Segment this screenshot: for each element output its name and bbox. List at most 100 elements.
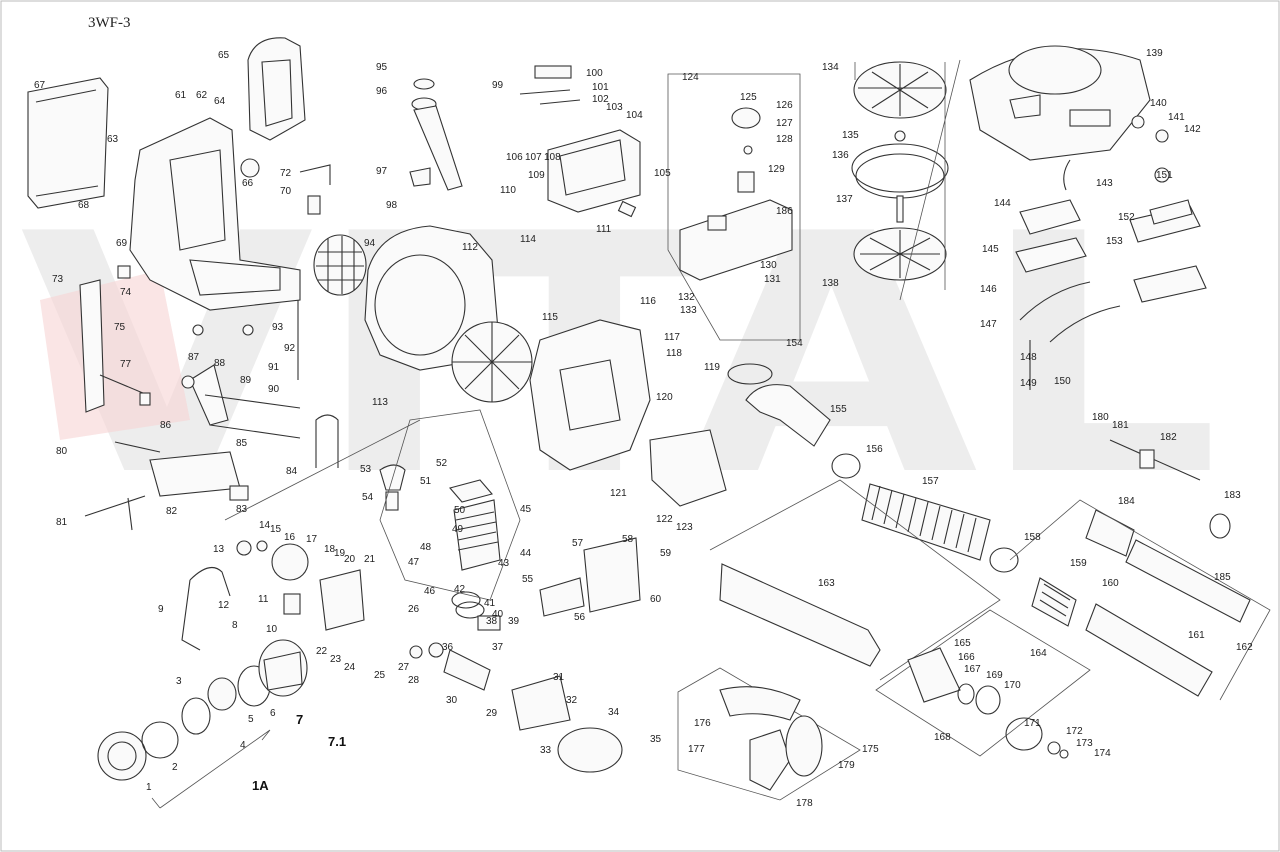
part-label: 119 <box>704 362 720 373</box>
elbow-154 <box>727 363 831 447</box>
fuel-tank-group <box>667 73 801 341</box>
part-label: 47 <box>408 557 420 568</box>
part-label: 103 <box>606 102 623 113</box>
part-label: 172 <box>1066 726 1083 737</box>
part-label: 62 <box>196 90 208 101</box>
part-label: 117 <box>664 332 680 343</box>
side-panel-74 <box>79 279 105 413</box>
part-label: 21 <box>364 554 376 565</box>
part-label: 156 <box>866 444 883 455</box>
part-label: 109 <box>528 170 545 181</box>
part-label: 171 <box>1024 718 1041 729</box>
part-label: 157 <box>922 476 939 487</box>
part-label: 8 <box>232 620 238 631</box>
part-label: 162 <box>1236 642 1253 653</box>
part-label: 36 <box>442 642 454 653</box>
part-label: 37 <box>492 642 504 653</box>
part-label: 137 <box>836 194 853 205</box>
part-label: 4 <box>240 740 246 751</box>
part-label: 148 <box>1020 352 1037 363</box>
part-label: 96 <box>376 86 388 97</box>
pads <box>1015 115 1207 390</box>
part-label: 69 <box>116 238 128 249</box>
part-label: 128 <box>776 134 793 145</box>
part-label: 85 <box>236 438 248 449</box>
part-label: 182 <box>1160 432 1177 443</box>
part-label: 186 <box>776 206 793 217</box>
part-label: 35 <box>650 734 662 745</box>
part-label: 175 <box>862 744 879 755</box>
part-label: 64 <box>214 96 226 107</box>
part-label: 155 <box>830 404 847 415</box>
part-label: 74 <box>120 287 132 298</box>
part-label: 10 <box>266 624 278 635</box>
part-label: 65 <box>218 50 230 61</box>
part-label: 49 <box>452 524 464 535</box>
part-label: 116 <box>640 296 656 307</box>
part-label: 112 <box>462 242 478 253</box>
part-label: 46 <box>424 586 436 597</box>
part-label: 118 <box>666 348 682 359</box>
part-label: 153 <box>1106 236 1123 247</box>
part-label: 32 <box>566 695 578 706</box>
part-label: 131 <box>764 274 781 285</box>
part-label: 185 <box>1214 572 1231 583</box>
part-label: 176 <box>694 718 711 729</box>
part-label: 167 <box>964 664 981 675</box>
part-label: 89 <box>240 375 252 386</box>
part-label: 72 <box>280 168 292 179</box>
part-label: 140 <box>1150 98 1167 109</box>
spring-parts <box>117 158 331 279</box>
part-label: 6 <box>270 708 276 719</box>
part-label: 115 <box>542 312 558 323</box>
part-label: 121 <box>610 488 627 499</box>
part-label: 54 <box>362 492 374 503</box>
pipe-95 <box>409 78 463 191</box>
part-label: 55 <box>522 574 534 585</box>
part-label: 181 <box>1112 420 1129 431</box>
part-label: 107 <box>525 152 542 163</box>
part-label: 88 <box>214 358 226 369</box>
part-label: 125 <box>740 92 757 103</box>
air-filter <box>851 59 961 301</box>
part-label: 15 <box>270 524 282 535</box>
part-label: 145 <box>982 244 999 255</box>
part-label: 83 <box>236 504 248 515</box>
part-label: 152 <box>1118 212 1135 223</box>
part-label: 163 <box>818 578 835 589</box>
part-label: 179 <box>838 760 855 771</box>
part-label: 159 <box>1070 558 1087 569</box>
part-label: 23 <box>330 654 342 665</box>
part-label: 45 <box>520 504 532 515</box>
duct-108 <box>547 129 641 213</box>
part-label: 149 <box>1020 378 1037 389</box>
part-label: 105 <box>654 168 671 179</box>
part-label: 158 <box>1024 532 1041 543</box>
part-label: 138 <box>822 278 839 289</box>
part-label: 165 <box>954 638 971 649</box>
flex-hose-156 <box>861 483 991 561</box>
part-label: 170 <box>1004 680 1021 691</box>
part-label: 134 <box>822 62 839 73</box>
assembly-label-7: 7 <box>296 712 303 727</box>
part-label: 108 <box>544 152 561 163</box>
part-label: 113 <box>372 397 388 408</box>
part-label: 147 <box>980 319 997 330</box>
part-label: 183 <box>1224 490 1241 501</box>
part-label: 101 <box>592 82 609 93</box>
part-label: 150 <box>1054 376 1071 387</box>
part-label: 97 <box>376 166 388 177</box>
part-label: 106 <box>506 152 523 163</box>
part-label: 80 <box>56 446 68 457</box>
frame-63 <box>129 117 301 311</box>
part-label: 11 <box>258 594 269 605</box>
assembly-label-7-1: 7.1 <box>328 734 346 749</box>
part-label: 51 <box>420 476 432 487</box>
part-label: 98 <box>386 200 398 211</box>
part-label: 5 <box>248 714 254 725</box>
part-label: 174 <box>1094 748 1111 759</box>
cover-138 <box>969 45 1151 161</box>
handle-group <box>677 667 861 801</box>
part-label: 77 <box>120 359 132 370</box>
